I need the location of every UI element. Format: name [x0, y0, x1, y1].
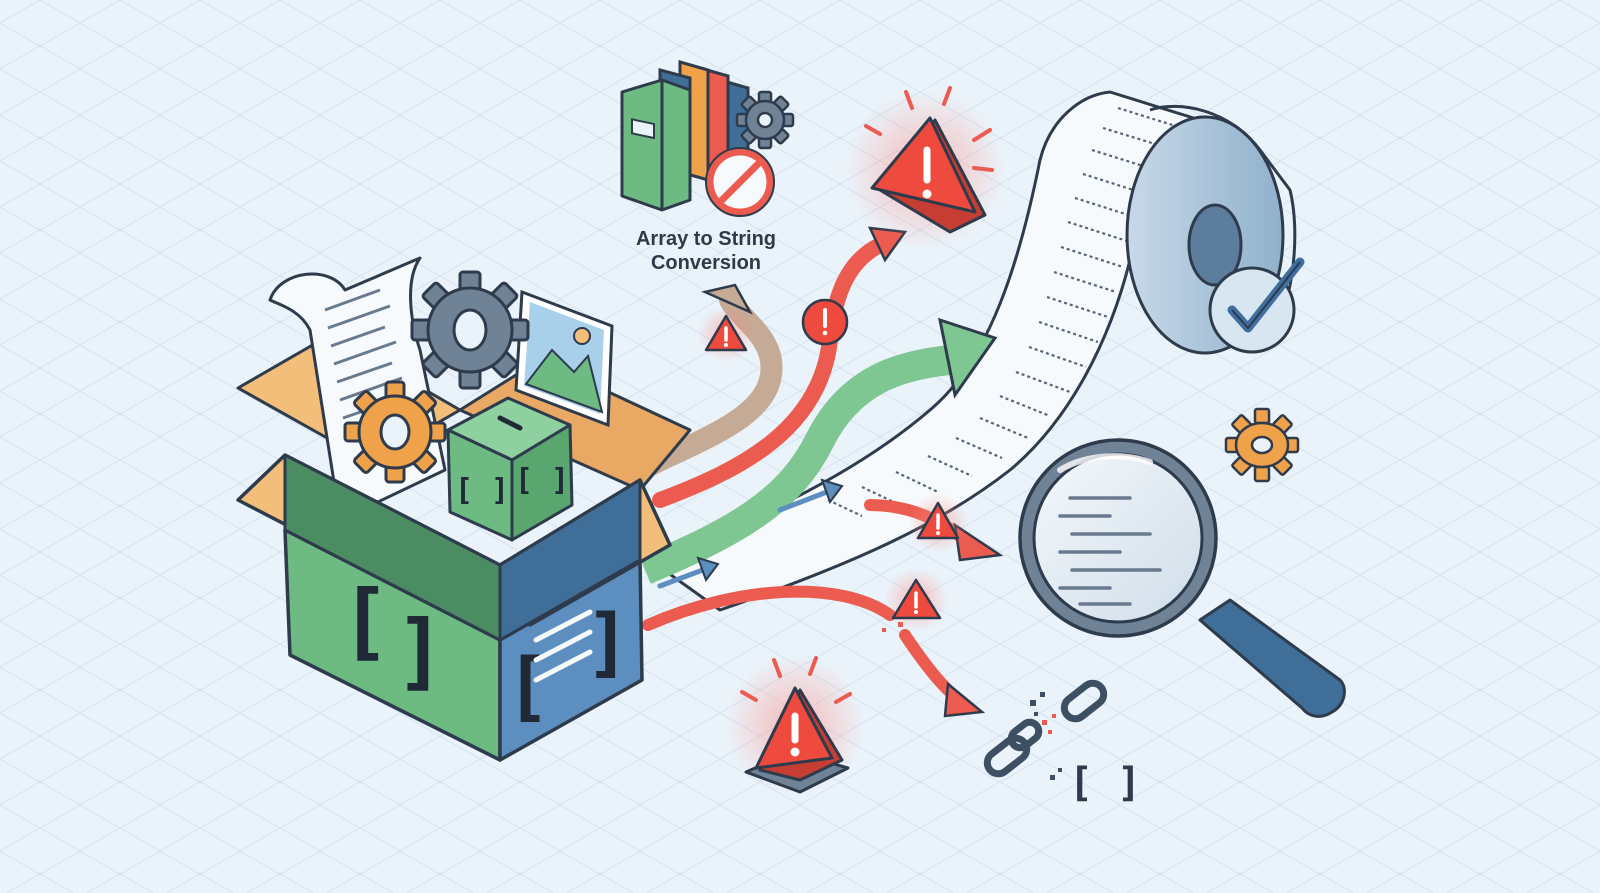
red-arrow-low-head: [943, 681, 986, 718]
warning-icon-large-top: [845, 86, 1005, 250]
books-library-icon: [620, 60, 795, 217]
warning-icon-small-1: [698, 306, 754, 362]
warning-icon-small-3: [884, 568, 948, 632]
green-arrow-head: [938, 317, 998, 399]
box-side-arrows: [533, 609, 593, 683]
warning-icon-small-2: [908, 493, 968, 553]
conversion-arrows: [629, 226, 1004, 718]
success-check-icon: [1208, 257, 1305, 354]
array-box: [ ] [ ] [ ] [ ]: [236, 256, 692, 762]
error-circle-icon: [801, 298, 849, 346]
cube-bracket-right-face: [ ]: [515, 463, 569, 498]
image-icon: [514, 289, 614, 428]
magnified-code-lines: [1058, 496, 1162, 606]
broken-chain-icon: [ ]: [983, 679, 1141, 806]
roll-core: [1187, 203, 1243, 287]
green-arrow-body: [639, 345, 952, 584]
magnifier-inspect-icon: [1018, 438, 1346, 718]
gear-gray-icon: [410, 270, 530, 390]
red-arrow-up-body: [652, 237, 888, 508]
tan-arrow-head: [701, 283, 753, 315]
box-side-bracket-right: ]: [585, 597, 631, 686]
red-arrow-low-body: [642, 585, 896, 631]
paper-roll-output: [648, 90, 1305, 612]
prohibited-icon: [705, 147, 775, 217]
gear-orange-right-icon: [1224, 407, 1300, 483]
caption-line-2: Conversion: [650, 252, 762, 274]
caption-line-1: Array to String: [635, 228, 777, 250]
array-cube: [ ] [ ]: [446, 396, 574, 542]
caption-label: Array to String Conversion: [586, 227, 826, 275]
box-bracket-left: [: [340, 572, 391, 670]
empty-array-brackets: [ ]: [1069, 760, 1141, 806]
box-bracket-right: ]: [395, 602, 446, 700]
gear-orange-icon: [343, 380, 447, 484]
cube-bracket-left-face: [ ]: [455, 473, 509, 508]
warning-icon-large-bottom: [725, 655, 865, 795]
